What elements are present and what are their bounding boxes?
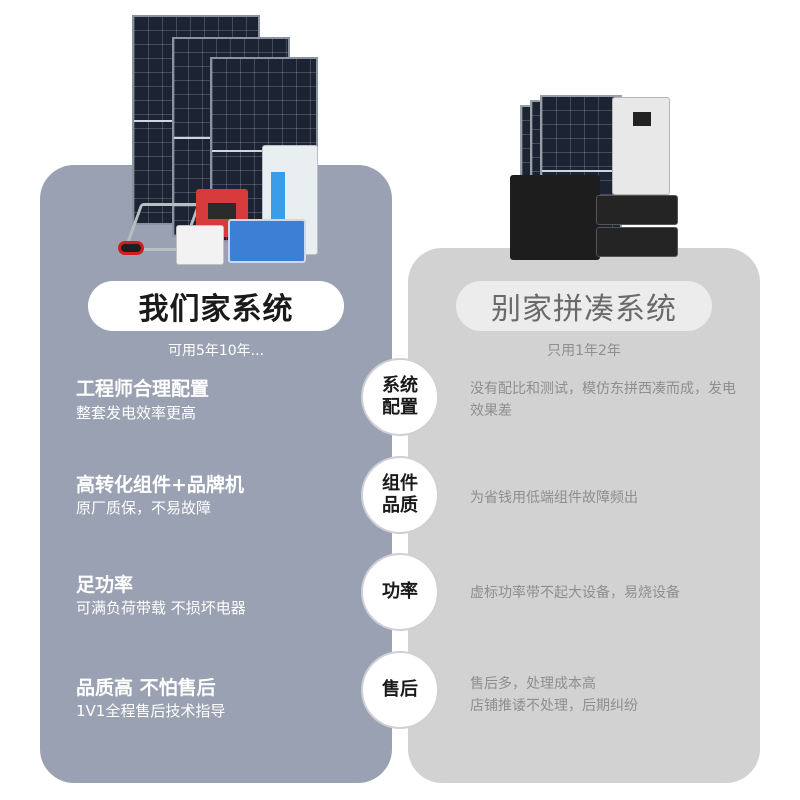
category-label: 售后: [382, 679, 418, 700]
other-system-subtitle: 只用1年2年: [547, 343, 621, 359]
other-feature-text: 为省钱用低端组件故障频出: [470, 490, 638, 506]
category-label: 系统配置: [382, 375, 418, 418]
our-feature-desc: 1V1全程售后技术指导: [76, 702, 226, 720]
other-system-title: 别家拼凑系统: [456, 281, 712, 331]
our-feature-desc: 整套发电效率更高: [76, 404, 197, 422]
other-system-product-image: [510, 95, 700, 265]
our-feature-title: 工程师合理配置: [76, 378, 210, 400]
our-system-subtitle: 可用5年10年...: [167, 343, 265, 359]
category-label: 功率: [382, 581, 418, 602]
our-system-panel: [40, 165, 392, 783]
other-feature-text: 没有配比和测试，模仿东拼西凑而成，发电效果差: [470, 381, 736, 419]
our-feature-desc: 原厂质保，不易故障: [76, 499, 212, 517]
category-circle-power: 功率: [361, 553, 439, 631]
our-feature-title: 足功率: [76, 574, 134, 596]
our-feature-title: 高转化组件+品牌机: [76, 474, 244, 496]
other-feature-text: 售后多，处理成本高 店铺推诿不处理，后期纠纷: [470, 676, 638, 714]
category-circle-component-quality: 组件品质: [361, 456, 439, 534]
category-label: 组件品质: [382, 473, 418, 516]
other-system-panel: [408, 248, 760, 783]
our-feature-title: 品质高 不怕售后: [76, 677, 216, 699]
our-system-title: 我们家系统: [88, 281, 344, 331]
category-circle-after-sales: 售后: [361, 651, 439, 729]
our-feature-desc: 可满负荷带载 不损坏电器: [76, 599, 246, 617]
other-feature-text: 虚标功率带不起大设备，易烧设备: [470, 585, 680, 601]
our-system-product-image: [110, 15, 340, 270]
category-circle-system-config: 系统配置: [361, 358, 439, 436]
